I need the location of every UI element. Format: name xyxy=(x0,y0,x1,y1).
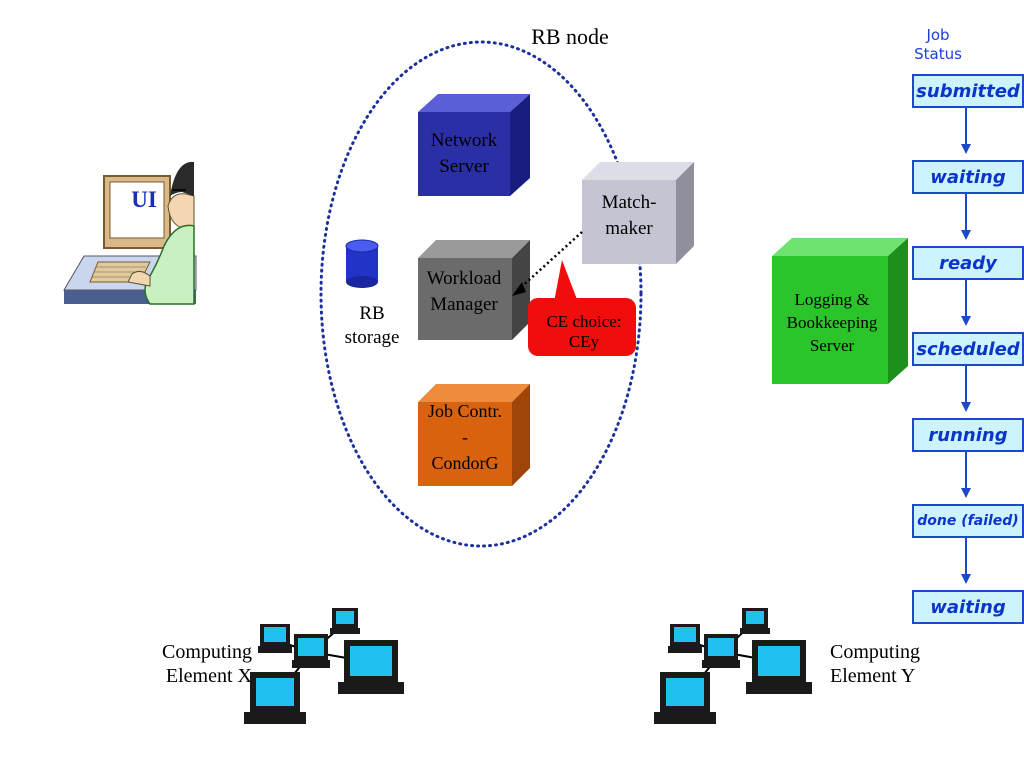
matchmaker-link-arrow xyxy=(512,231,583,296)
status-box-submitted: submitted xyxy=(912,74,1024,108)
computing-element-y-label-line1: Computing xyxy=(830,641,921,663)
job-status-title-line2: Status xyxy=(914,45,962,63)
job-controller-label-line1: Job Contr. xyxy=(427,401,502,421)
network-server-cube xyxy=(418,94,530,196)
workload-manager-label-line1: Workload xyxy=(426,268,502,289)
computing-element-y-label: Computing Element Y xyxy=(830,640,960,688)
matchmaker-label-line1: Match- xyxy=(601,192,657,213)
logging-bookkeeping-label: Logging & Bookkeeping Server xyxy=(772,288,892,357)
matchmaker-cube xyxy=(582,162,694,264)
computing-element-y-network-icon xyxy=(654,608,812,724)
rb-node-boundary xyxy=(319,40,643,548)
status-box-waiting-final: waiting xyxy=(912,590,1024,624)
user-at-computer-icon xyxy=(63,161,197,305)
matchmaker-label-line2: maker xyxy=(605,218,653,239)
ui-label: UI xyxy=(131,187,157,212)
network-server-label: Network Server xyxy=(418,128,510,180)
ce-choice-label-line2: CEy xyxy=(568,332,600,351)
logging-bookkeeping-cube xyxy=(772,238,908,384)
job-controller-cube xyxy=(418,384,530,486)
matchmaker-label: Match- maker xyxy=(582,190,676,242)
job-controller-label: Job Contr. - CondorG xyxy=(416,398,514,476)
rb-storage-label-line1: RB xyxy=(359,303,385,324)
network-server-label-line2: Server xyxy=(439,156,489,177)
status-box-running: running xyxy=(912,418,1024,452)
job-status-title: Job Status xyxy=(898,26,978,64)
computing-element-y-label-line2: Element Y xyxy=(830,665,916,687)
job-controller-label-line3: CondorG xyxy=(431,453,499,473)
status-flow-arrows xyxy=(961,108,971,584)
ce-choice-callout xyxy=(528,260,636,356)
workload-manager-label-line2: Manager xyxy=(430,294,498,315)
status-box-scheduled: scheduled xyxy=(912,332,1024,366)
ce-choice-label: CE choice: CEy xyxy=(530,312,638,352)
job-status-title-line1: Job xyxy=(926,26,950,44)
workload-manager-cube xyxy=(418,240,530,340)
logging-bookkeeping-label-line2: Bookkeeping xyxy=(786,313,878,332)
status-box-waiting: waiting xyxy=(912,160,1024,194)
rb-node-title: RB node xyxy=(531,24,609,49)
network-server-label-line1: Network xyxy=(430,130,498,151)
status-box-done-failed: done (failed) xyxy=(912,504,1024,538)
ce-choice-label-line1: CE choice: xyxy=(546,312,622,331)
computing-element-x-label-line2: Element X xyxy=(165,665,252,687)
logging-bookkeeping-label-line1: Logging & xyxy=(794,290,870,309)
job-controller-label-line2: - xyxy=(462,427,468,447)
status-box-ready: ready xyxy=(912,246,1024,280)
computing-element-x-network-icon xyxy=(244,608,404,724)
rb-storage-label-line2: storage xyxy=(344,327,400,348)
computing-element-x-label-line1: Computing xyxy=(161,641,252,663)
logging-bookkeeping-label-line3: Server xyxy=(809,336,855,355)
database-icon xyxy=(345,239,379,288)
workload-manager-label: Workload Manager xyxy=(416,266,512,318)
rb-storage-label: RB storage xyxy=(326,302,418,350)
computing-element-x-label: Computing Element X xyxy=(126,640,252,688)
